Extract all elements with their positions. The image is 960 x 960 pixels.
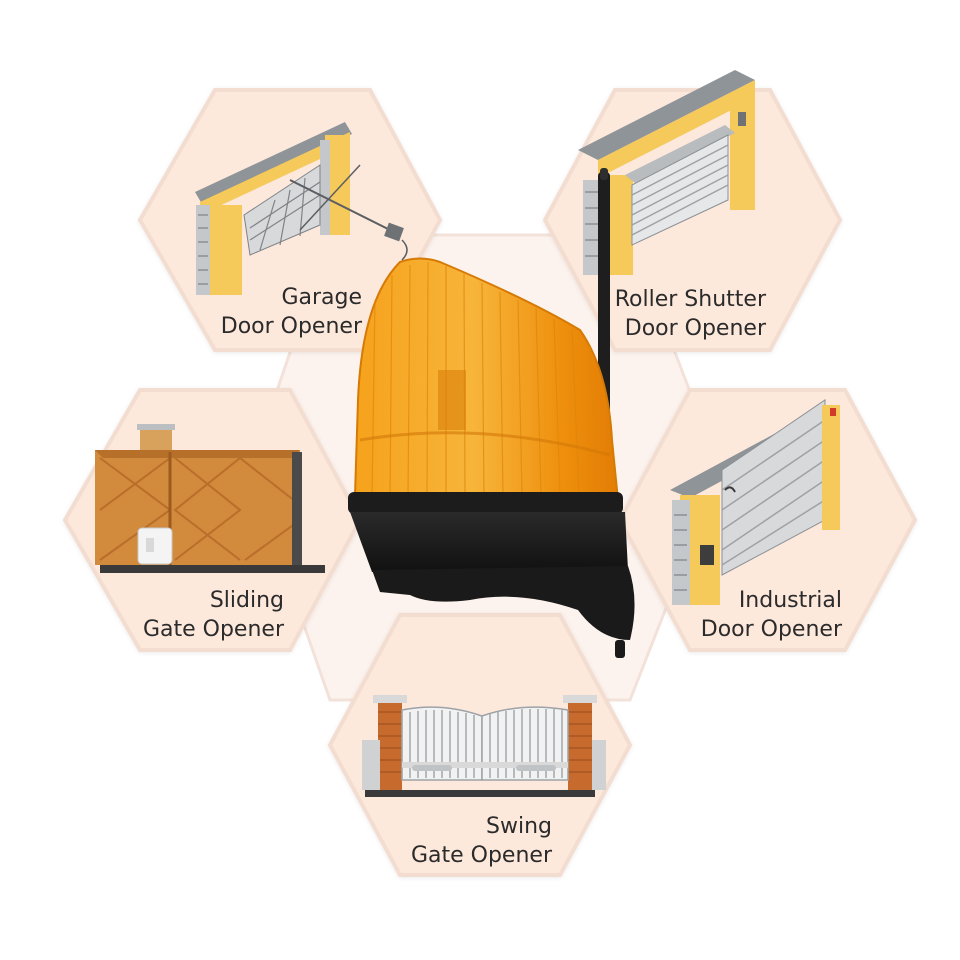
industrial-door-icon	[670, 399, 840, 605]
label-roller-shutter: Roller Shutter Door Opener	[600, 285, 766, 343]
sliding-line2: Gate Opener	[142, 617, 284, 642]
label-garage: Garage Door Opener	[180, 283, 362, 341]
mount-bracket	[372, 566, 635, 640]
sliding-gate-icon	[95, 424, 325, 573]
garage-line1: Garage	[281, 285, 362, 310]
industrial-line1: Industrial	[738, 588, 842, 613]
lamp-base	[350, 512, 628, 572]
roller-line1: Roller Shutter	[614, 287, 766, 312]
swing-line1: Swing	[486, 814, 552, 839]
garage-line2: Door Opener	[220, 314, 362, 339]
roller-line2: Door Opener	[624, 316, 766, 341]
garage-door-icon	[195, 122, 408, 295]
label-swing-gate: Swing Gate Opener	[380, 812, 552, 870]
swing-gate-icon	[362, 695, 606, 797]
industrial-line2: Door Opener	[700, 617, 842, 642]
sliding-line1: Sliding	[209, 588, 284, 613]
swing-line2: Gate Opener	[410, 843, 552, 868]
label-sliding-gate: Sliding Gate Opener	[110, 586, 284, 644]
label-industrial-door: Industrial Door Opener	[680, 586, 842, 644]
amber-dome	[353, 257, 620, 502]
